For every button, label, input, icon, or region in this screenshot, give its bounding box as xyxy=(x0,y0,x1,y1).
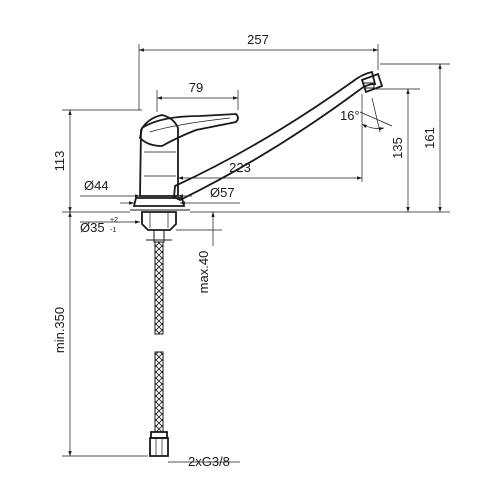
label-mount-hole-diameter: Ø35 xyxy=(80,220,105,235)
label-mount-hole-tol-minus: -1 xyxy=(110,227,116,234)
label-hose-connection: 2xG3/8 xyxy=(188,454,230,469)
label-body-diameter: Ø44 xyxy=(84,178,109,193)
hose-lower xyxy=(154,351,164,433)
label-overall-length: 257 xyxy=(247,32,269,47)
faucet-outline xyxy=(130,70,384,457)
aerator xyxy=(363,82,375,89)
mounting-nut xyxy=(141,211,177,231)
label-spout-angle: 16° xyxy=(340,108,360,123)
label-lever-length: 79 xyxy=(189,80,203,95)
hose-connector-nut xyxy=(149,437,169,457)
label-max-counter-thickness: max.40 xyxy=(196,251,211,294)
spout xyxy=(173,70,377,202)
label-body-height: 113 xyxy=(52,151,67,172)
label-overall-height: 161 xyxy=(422,127,437,149)
dimension-labels: 257 79 223 16° Ø44 Ø57 Ø35 +2 -1 2xG3/8 … xyxy=(52,32,437,469)
extension-lines xyxy=(62,44,450,457)
dimension-lines xyxy=(68,48,442,463)
label-spout-reach: 223 xyxy=(229,160,251,175)
dim-arc-angle xyxy=(361,123,385,131)
base-flange xyxy=(132,197,186,207)
lever-handle xyxy=(139,113,239,147)
label-mount-hole-tol-plus: +2 xyxy=(110,217,118,224)
lever-highlight xyxy=(149,117,231,133)
label-hose-min-length: min.350 xyxy=(52,307,67,353)
faucet-body xyxy=(139,114,179,197)
label-outlet-height: 135 xyxy=(390,137,405,159)
label-base-diameter: Ø57 xyxy=(210,185,235,200)
hose-upper xyxy=(154,241,164,335)
